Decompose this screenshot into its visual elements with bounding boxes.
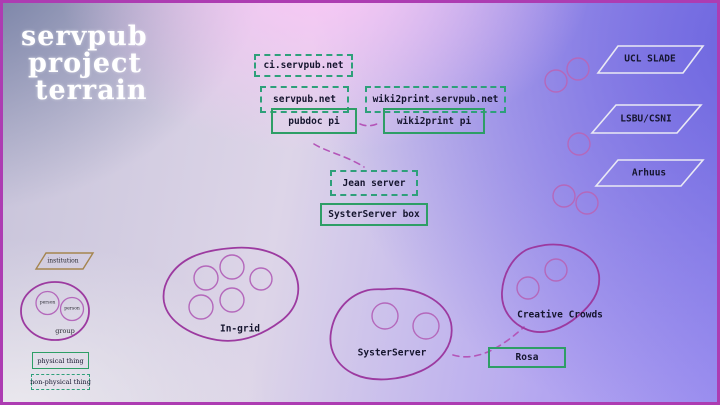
ingrid-blob	[162, 246, 300, 342]
person-circle	[544, 258, 568, 282]
connector-pubdoc-jean	[313, 143, 365, 168]
systerserver-blob	[329, 287, 453, 381]
person-circle	[544, 69, 568, 93]
person-circle	[516, 276, 540, 300]
legend-person-circle	[59, 296, 85, 322]
person-circle	[193, 265, 219, 291]
institution-shape-lsbu-csni	[590, 104, 703, 134]
person-circle	[566, 57, 590, 81]
diagram-shapes-layer	[20, 45, 705, 381]
group-label-creative-crowds: Creative Crowds	[517, 309, 603, 321]
person-circle	[575, 191, 599, 215]
legend-person-label: person	[64, 306, 80, 312]
person-circle	[249, 267, 273, 291]
institution-label-ucl-slade: UCL SLADE	[624, 53, 676, 65]
legend-group-ellipse	[20, 281, 90, 341]
legend-institution-shape	[34, 252, 95, 270]
institution-label-lsbu-csni: LSBU/CSNI	[620, 113, 672, 125]
person-circle	[567, 132, 591, 156]
node-systerserver-box: SysterServer box	[320, 203, 428, 226]
institution-shape-ucl-slade	[596, 45, 705, 74]
legend-group-label: group	[55, 327, 75, 335]
institution-label-arhuus: Arhuus	[631, 167, 667, 179]
connector-systerserver-rosa-creative	[452, 326, 525, 358]
node-wiki2print-pi: wiki2print pi	[383, 108, 485, 134]
legend-person-circle	[35, 290, 60, 316]
person-circle	[412, 312, 440, 340]
node-rosa: Rosa	[488, 347, 566, 368]
node-pubdoc-pi: pubdoc pi	[271, 108, 357, 134]
person-circle	[188, 294, 214, 320]
node-jean-server: Jean server	[330, 170, 418, 196]
group-label-ingrid: In-grid	[219, 323, 261, 335]
legend-person-label: person	[39, 300, 56, 306]
title-line: project	[28, 48, 142, 79]
legend-non-physical-thing: non-physical thing	[30, 374, 91, 390]
person-circle	[219, 254, 245, 280]
institution-shape-arhuus	[594, 159, 705, 187]
legend-physical-thing: physical thing	[32, 352, 89, 369]
node-servpub-net: servpub.net	[260, 86, 349, 113]
page-title: servpub project terrain	[21, 23, 148, 104]
connector-pubdoc-wiki2print	[359, 121, 382, 127]
node-wiki2print-servpub-net: wiki2print.servpub.net	[365, 86, 506, 113]
person-circle	[552, 184, 576, 208]
node-ci-servpub-net: ci.servpub.net	[254, 54, 353, 77]
person-circle	[219, 287, 245, 313]
title-line: terrain	[35, 75, 148, 106]
legend-institution-label: institution	[47, 257, 79, 265]
creative-crowds-blob	[501, 243, 601, 333]
person-circle	[371, 302, 399, 330]
title-line: servpub	[21, 21, 148, 52]
group-label-systerserver: SysterServer	[357, 347, 427, 359]
